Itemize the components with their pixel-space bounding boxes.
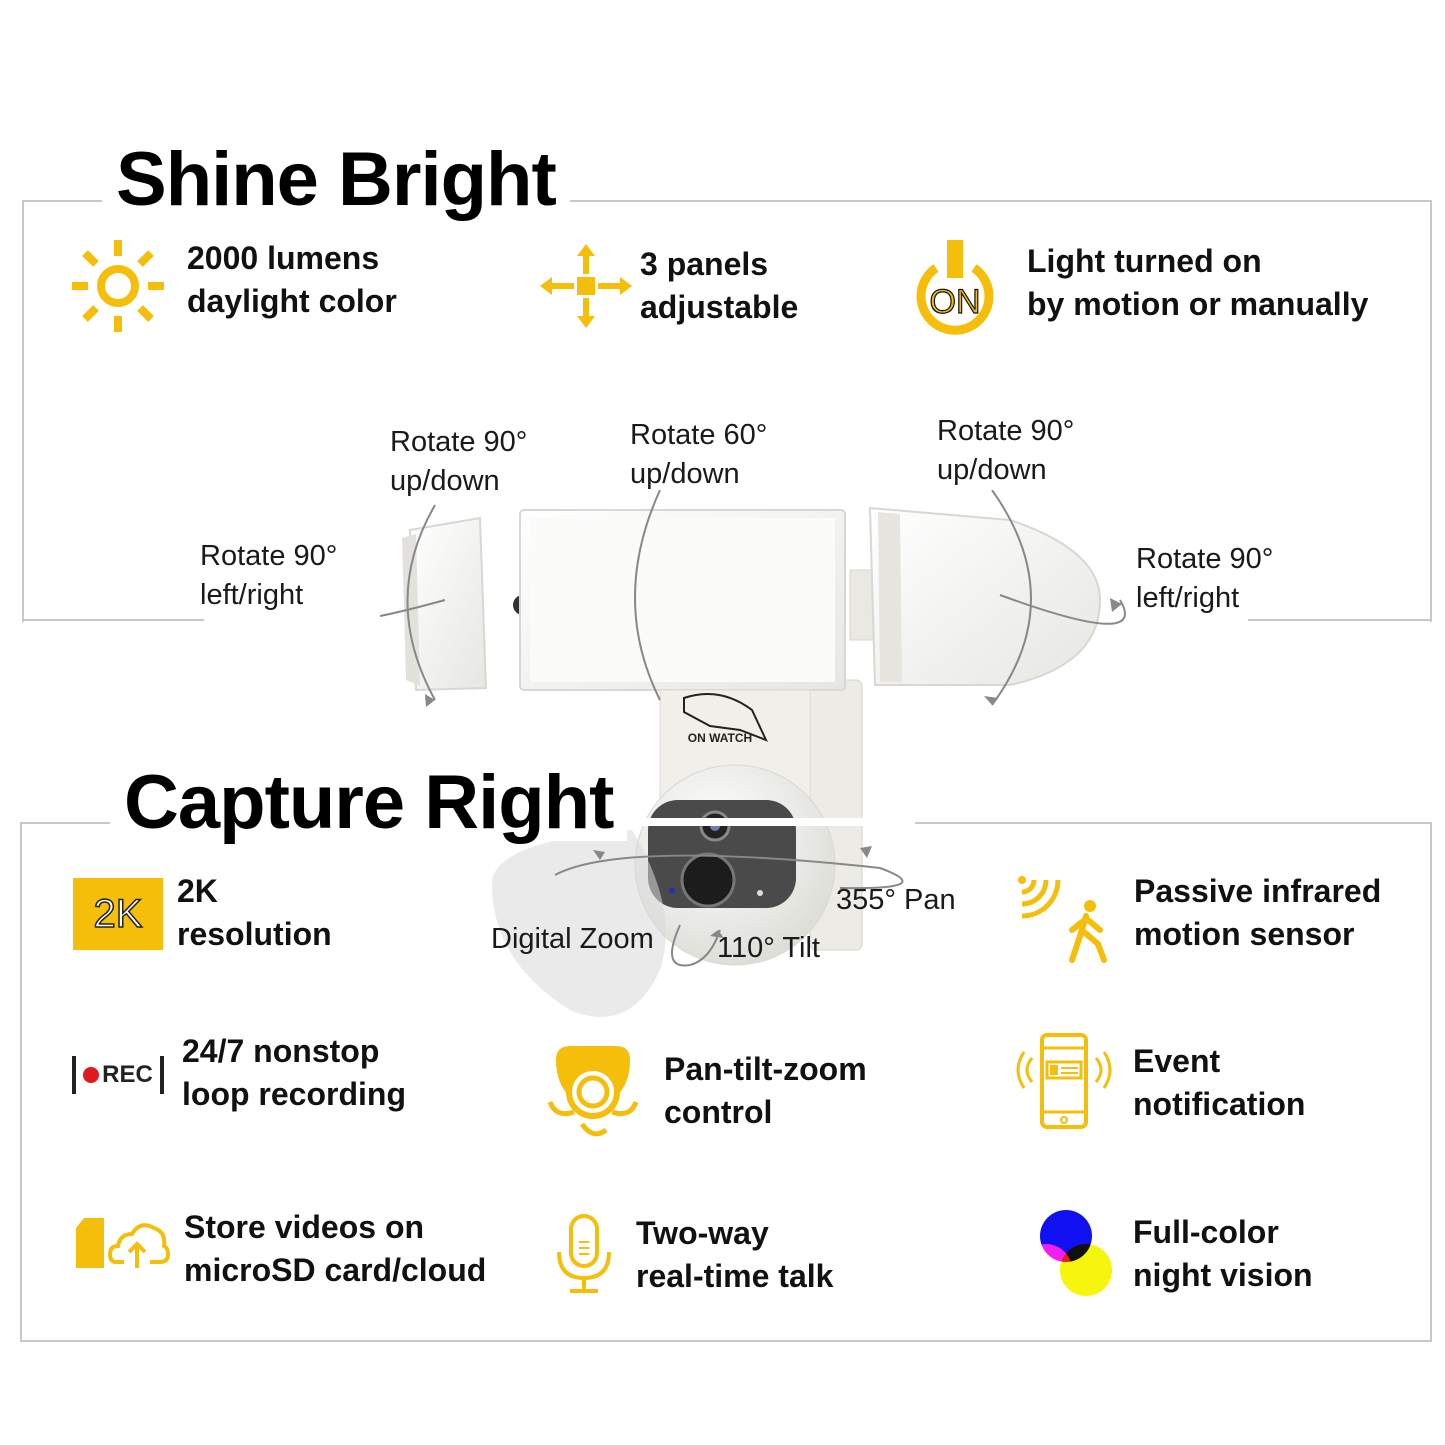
rec-dot <box>83 1067 100 1083</box>
motion-sensor-icon <box>1018 876 1107 963</box>
shine-title: Shine Bright <box>102 142 570 218</box>
feature-light-on: Light turned on by motion or manually <box>1027 243 1369 322</box>
rotate-left-updown: Rotate 90° up/down <box>390 426 528 497</box>
sun-icon <box>72 240 164 332</box>
sd-cloud-icon <box>76 1218 170 1268</box>
feature-motion-sensor: Passive infrared motion sensor <box>1134 873 1382 952</box>
2k-badge-icon: 2K <box>73 878 163 950</box>
tilt-label: 110° Tilt <box>717 932 820 964</box>
rotate-center-updown: Rotate 60° up/down <box>630 419 768 490</box>
rgb-circles-icon <box>1020 1210 1112 1296</box>
power-on-icon: ON <box>916 240 994 335</box>
feature-two-way-talk: Two-way real-time talk <box>636 1215 834 1294</box>
feature-night-vision: Full-color night vision <box>1133 1214 1313 1293</box>
svg-text:ON: ON <box>930 283 981 321</box>
digital-zoom-label: Digital Zoom <box>491 923 654 955</box>
pan-label: 355° Pan <box>836 884 956 916</box>
rotate-left-leftright: Rotate 90° left/right <box>200 540 338 611</box>
feature-panels: 3 panels adjustable <box>640 246 799 325</box>
feature-storage: Store videos on microSD card/cloud <box>184 1209 487 1288</box>
phone-notification-icon <box>1016 1033 1112 1129</box>
svg-text:ON WATCH: ON WATCH <box>688 731 752 745</box>
microphone-icon <box>557 1214 611 1293</box>
shine-frame-bottom-right <box>1248 619 1432 621</box>
rec-icon: REC <box>72 1056 164 1094</box>
rotate-right-updown: Rotate 90° up/down <box>937 415 1075 486</box>
feature-event-notification: Event notification <box>1133 1043 1306 1122</box>
feature-ptz: Pan-tilt-zoom control <box>664 1051 867 1130</box>
rotate-right-leftright: Rotate 90° left/right <box>1136 543 1274 614</box>
feature-lumens: 2000 lumens daylight color <box>187 240 397 319</box>
ptz-camera-icon <box>547 1046 639 1137</box>
floodlight-camera-illustration: ON WATCH <box>380 490 1126 1017</box>
shine-section-frame <box>22 200 1432 622</box>
capture-title: Capture Right <box>110 765 628 841</box>
feature-loop-recording: 24/7 nonstop loop recording <box>182 1033 406 1112</box>
arrows-adjust-icon <box>540 244 632 328</box>
feature-2k: 2K resolution <box>177 873 332 952</box>
capture-frame-gap <box>620 818 915 826</box>
shine-frame-bottom-left <box>22 619 204 621</box>
